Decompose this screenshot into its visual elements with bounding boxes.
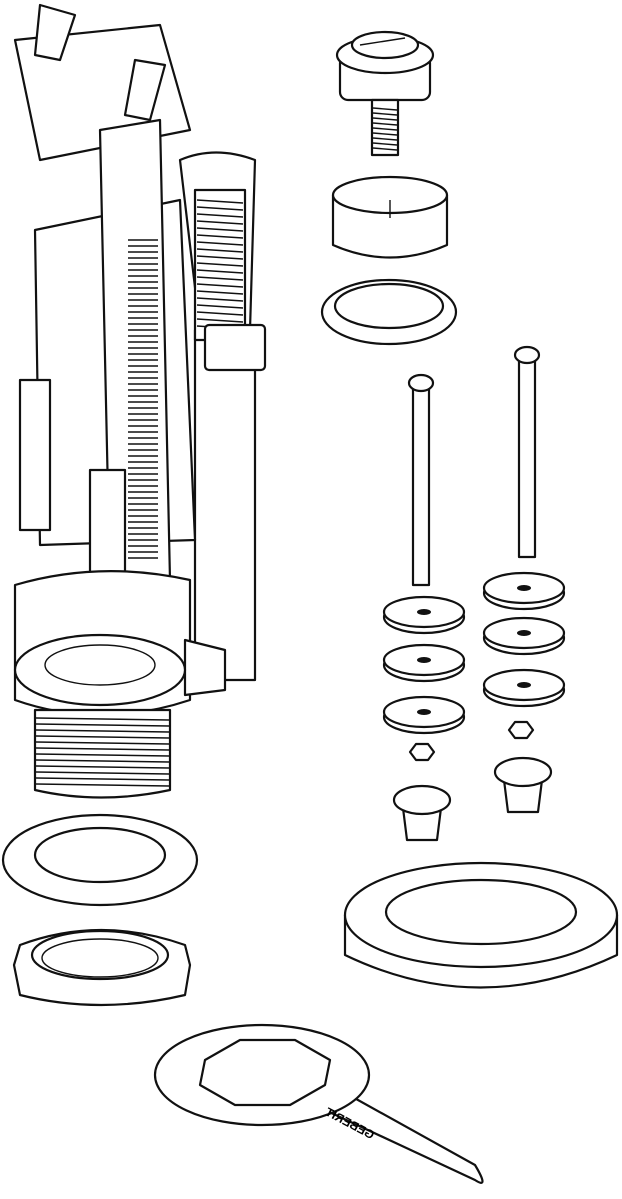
thread-line	[372, 132, 398, 136]
washer-hole	[517, 630, 531, 636]
coil-line	[196, 290, 244, 295]
thread-line	[35, 777, 170, 781]
washer-hole	[417, 657, 431, 663]
seal-ring-large	[1, 813, 199, 907]
thread-line	[35, 747, 170, 751]
thread-line	[372, 147, 398, 151]
thread-line	[35, 759, 170, 763]
thread-line	[35, 753, 170, 757]
flush-valve	[13, 3, 267, 799]
thread-line	[35, 783, 170, 787]
thread-line	[372, 127, 398, 131]
lock-nut	[12, 928, 192, 1007]
thread-line	[35, 765, 170, 769]
button-ring	[320, 278, 458, 346]
coil-line	[196, 276, 244, 281]
washer-hole	[417, 609, 431, 615]
thread-line	[35, 723, 170, 727]
coil-line	[196, 234, 244, 239]
coil-line	[196, 241, 244, 246]
coil-line	[196, 255, 244, 260]
washer-hole	[417, 709, 431, 715]
washer-hole	[517, 585, 531, 591]
coil-line	[196, 311, 244, 316]
coil-line	[196, 220, 244, 225]
coil-line	[196, 262, 244, 267]
thread-line	[372, 112, 398, 116]
thread-line	[372, 137, 398, 141]
thread-line	[372, 117, 398, 121]
flat-gasket	[343, 861, 619, 989]
thread-line	[372, 107, 398, 111]
fixing-bolt-left	[407, 373, 435, 587]
wrench-tool: GEBERIT	[153, 1023, 484, 1184]
push-button	[335, 30, 435, 157]
thread-line	[35, 729, 170, 733]
coil-line	[196, 227, 244, 232]
thread-line	[35, 735, 170, 739]
wall-plug-head	[392, 784, 452, 816]
coil-line	[196, 269, 244, 274]
washers	[382, 571, 566, 842]
coil-line	[196, 283, 244, 288]
hex-nut	[507, 720, 535, 740]
hex-nut	[408, 742, 436, 762]
coil-line	[196, 213, 244, 218]
thread-line	[372, 122, 398, 126]
wall-plug-head	[493, 756, 553, 788]
coil-line	[196, 248, 244, 253]
thread-line	[372, 142, 398, 146]
thread-line	[35, 717, 170, 721]
thread-line	[35, 741, 170, 745]
button-sleeve	[331, 175, 449, 259]
coil-line	[196, 199, 244, 204]
coil-line	[196, 297, 244, 302]
coil-line	[196, 304, 244, 309]
washer-hole	[517, 682, 531, 688]
coil-line	[196, 206, 244, 211]
fixing-bolt-right	[513, 345, 541, 559]
coil-line	[196, 318, 244, 323]
thread-line	[35, 771, 170, 775]
